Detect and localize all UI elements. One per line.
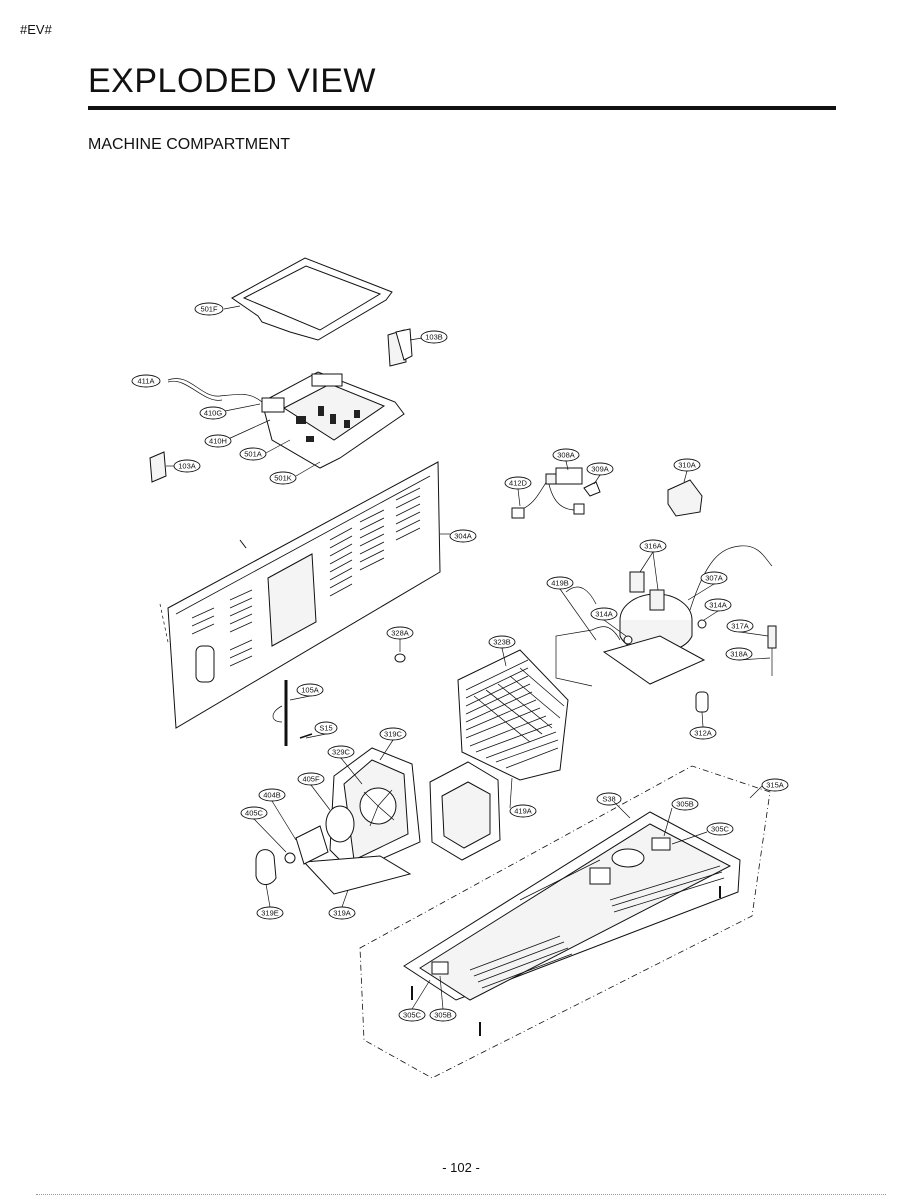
svg-text:315A: 315A xyxy=(766,781,784,790)
part-label: 305B xyxy=(429,1008,457,1022)
part-label: 314A xyxy=(590,607,618,621)
page-title: EXPLODED VIEW xyxy=(88,62,377,100)
part-label: 310A xyxy=(673,458,701,472)
part-label: 329C xyxy=(327,745,355,759)
svg-text:305B: 305B xyxy=(434,1011,452,1020)
svg-text:404B: 404B xyxy=(263,791,281,800)
part-label: 410G xyxy=(199,406,227,420)
part-fan-assembly xyxy=(255,747,501,895)
part-label: 305C xyxy=(398,1008,426,1022)
part-label: 319A xyxy=(328,906,356,920)
part-label: S15 xyxy=(314,721,338,735)
part-label: 410H xyxy=(204,434,232,448)
part-label: 319C xyxy=(379,727,407,741)
part-label: 103B xyxy=(420,330,448,344)
svg-text:314A: 314A xyxy=(595,610,613,619)
part-label: 501A xyxy=(239,447,267,461)
svg-text:405C: 405C xyxy=(245,809,264,818)
part-label: S38 xyxy=(596,792,622,806)
part-condenser xyxy=(457,649,569,781)
svg-text:319C: 319C xyxy=(384,730,403,739)
svg-text:410G: 410G xyxy=(204,409,223,418)
svg-text:328A: 328A xyxy=(391,629,409,638)
part-label: 315A xyxy=(761,778,789,792)
part-drain-tube xyxy=(272,680,313,746)
svg-text:S38: S38 xyxy=(602,795,615,804)
part-label: 405F xyxy=(297,772,325,786)
svg-text:305B: 305B xyxy=(676,800,694,809)
part-bracket-103b xyxy=(387,328,423,367)
svg-text:308A: 308A xyxy=(557,451,575,460)
part-label: 501F xyxy=(194,302,224,316)
svg-text:310A: 310A xyxy=(678,461,696,470)
part-label: 404B xyxy=(258,788,286,802)
part-label: 501K xyxy=(269,471,297,485)
part-label: 305C xyxy=(706,822,734,836)
svg-text:305C: 305C xyxy=(403,1011,422,1020)
section-subtitle: MACHINE COMPARTMENT xyxy=(88,136,291,153)
part-back-cover-304a xyxy=(159,461,450,729)
svg-text:501A: 501A xyxy=(244,450,262,459)
part-label: 411A xyxy=(131,374,161,388)
svg-text:316A: 316A xyxy=(644,542,662,551)
part-label: 307A xyxy=(700,571,728,585)
leader-lines xyxy=(253,460,771,1010)
svg-text:S15: S15 xyxy=(319,724,332,733)
part-control-board xyxy=(167,371,405,477)
svg-text:305C: 305C xyxy=(711,825,730,834)
svg-text:329C: 329C xyxy=(332,748,351,757)
svg-text:307A: 307A xyxy=(705,574,723,583)
svg-text:319E: 319E xyxy=(261,909,279,918)
svg-text:419A: 419A xyxy=(514,807,532,816)
svg-text:405F: 405F xyxy=(302,775,320,784)
svg-text:411A: 411A xyxy=(138,377,155,386)
svg-text:309A: 309A xyxy=(591,465,609,474)
svg-text:412D: 412D xyxy=(509,479,528,488)
part-label: 319E xyxy=(256,906,284,920)
part-label: 308A xyxy=(552,448,580,462)
svg-text:314A: 314A xyxy=(709,601,727,610)
part-label: 304A xyxy=(449,529,477,543)
svg-text:501F: 501F xyxy=(200,305,218,314)
svg-text:501K: 501K xyxy=(274,474,292,483)
bottom-rule xyxy=(36,1194,886,1195)
svg-text:312A: 312A xyxy=(694,729,712,738)
part-compressor xyxy=(555,545,777,713)
part-cover-panel xyxy=(223,257,393,341)
svg-text:103A: 103A xyxy=(178,462,196,471)
part-plug-328a xyxy=(394,653,406,663)
svg-text:319A: 319A xyxy=(333,909,351,918)
part-harness-412d xyxy=(511,467,703,519)
part-base-plate xyxy=(359,765,771,1079)
part-label: 105A xyxy=(296,683,324,697)
part-label: 328A xyxy=(386,626,414,640)
svg-text:304A: 304A xyxy=(454,532,472,541)
part-label: 312A xyxy=(689,726,717,740)
part-label: 419B xyxy=(546,576,574,590)
part-bracket-103a xyxy=(149,451,176,483)
part-label: 318A xyxy=(725,647,753,661)
page-tag: #EV# xyxy=(20,22,52,37)
part-label: 314A xyxy=(704,598,732,612)
part-label: 405C xyxy=(240,806,268,820)
part-label: 305B xyxy=(671,797,699,811)
part-label: 309A xyxy=(586,462,614,476)
part-label: 323B xyxy=(488,635,516,649)
svg-text:105A: 105A xyxy=(301,686,319,695)
title-underline xyxy=(88,106,836,110)
part-label: 412D xyxy=(504,476,532,490)
svg-text:410H: 410H xyxy=(209,437,227,446)
page-number: - 102 - xyxy=(442,1160,480,1175)
svg-text:318A: 318A xyxy=(730,650,748,659)
svg-text:103B: 103B xyxy=(425,333,443,342)
part-label: 419A xyxy=(509,804,537,818)
part-label: 317A xyxy=(726,619,754,633)
svg-text:419B: 419B xyxy=(551,579,569,588)
part-label: 316A xyxy=(639,539,667,553)
svg-text:323B: 323B xyxy=(493,638,511,647)
svg-text:317A: 317A xyxy=(731,622,749,631)
part-label: 103A xyxy=(173,459,201,473)
